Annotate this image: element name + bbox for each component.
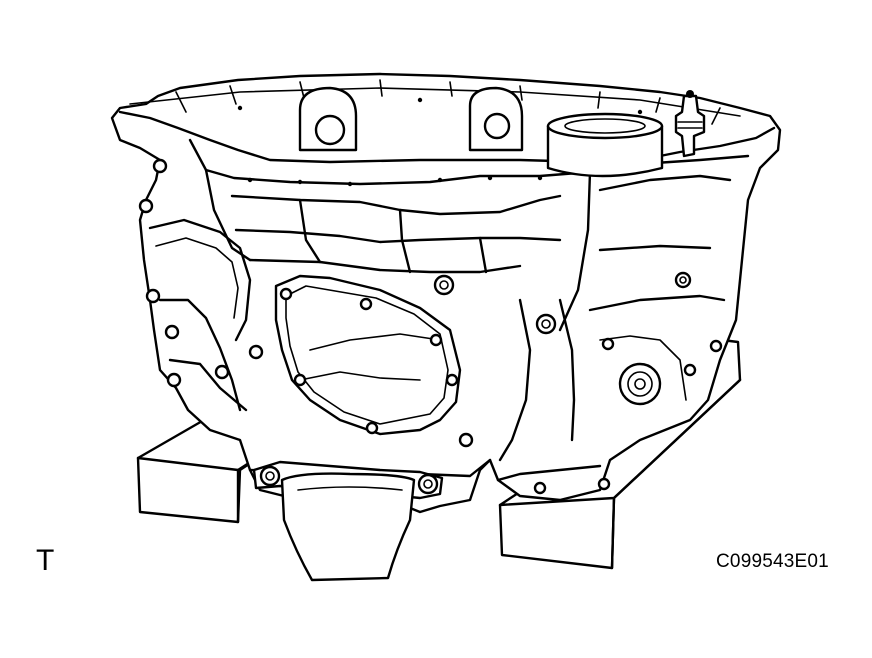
figure-code-label: C099543E01 — [716, 551, 829, 572]
breather-plug — [674, 90, 706, 158]
internal-bosses — [298, 86, 524, 152]
bolt-holes — [138, 158, 723, 495]
top-cylinder-boss — [546, 112, 664, 178]
holding-tool-shaft — [280, 472, 416, 582]
casting-detail-marks — [237, 97, 643, 187]
tool-mark-label: T — [36, 544, 55, 577]
side-drain-plug — [618, 362, 662, 406]
